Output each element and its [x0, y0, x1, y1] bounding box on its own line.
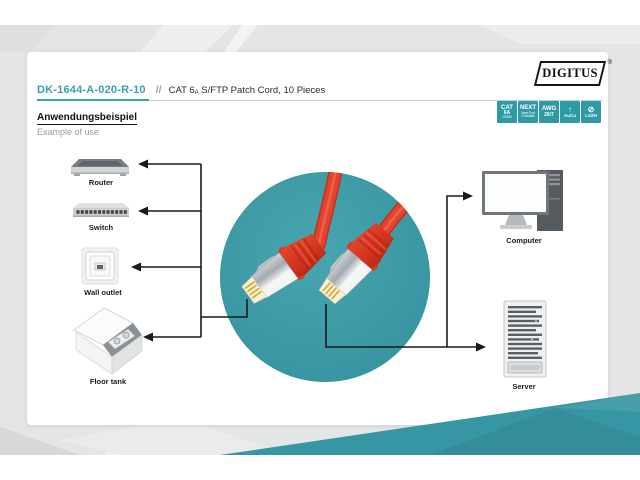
rj45-connector-left-icon: [241, 233, 327, 304]
switch-icon: [73, 203, 129, 217]
arrow-floor-tank: [143, 332, 153, 342]
computer-icon: [482, 170, 563, 231]
arrow-wall-outlet: [131, 262, 141, 272]
switch-label: Switch: [88, 223, 114, 232]
connection-lines: [140, 163, 476, 348]
router-label: Router: [88, 178, 114, 187]
arrow-switch: [138, 206, 148, 216]
badge-awg-icon: AWG 26/7: [539, 101, 559, 123]
badge-next-icon: NEXT Near End Crosstalk: [518, 101, 538, 123]
patch-cord-photo: [220, 172, 430, 382]
product-code: DK-1644-A-020-R-10: [37, 84, 146, 96]
badge-lszh-icon: ⊘ LSZH: [581, 101, 601, 123]
title-row: DK-1644-A-020-R-10 // CAT 6A S/FTP Patch…: [37, 84, 325, 98]
router-icon: [71, 159, 129, 176]
server-label: Server: [512, 382, 536, 391]
arrow-computer: [463, 191, 473, 201]
title-separator: //: [155, 84, 162, 96]
product-code-underline: [37, 99, 149, 101]
computer-label: Computer: [506, 236, 542, 245]
section-heading-en: Example of use: [37, 127, 100, 137]
product-title: CAT 6A S/FTP Patch Cord, 10 Pieces: [169, 85, 326, 96]
feature-badges: CAT 6A 10GBit NEXT Near End Crosstalk AW…: [497, 101, 601, 123]
badge-cat6a-icon: CAT 6A 10GBit: [497, 101, 517, 123]
computer-line: [446, 195, 463, 347]
product-title-rest: S/FTP Patch Cord, 10 Pieces: [198, 85, 326, 96]
floor-tank-label: Floor tank: [89, 377, 127, 386]
wall-outlet-icon: [81, 247, 119, 285]
header-rule: [37, 100, 603, 101]
arrow-router: [138, 159, 148, 169]
server-icon: [503, 300, 547, 378]
arrow-server: [476, 342, 486, 352]
arrowheads: [131, 159, 486, 352]
badge-gold-contacts-icon: ↑ AuCu: [560, 101, 580, 123]
left-connector-stub: [201, 299, 248, 318]
product-title-sub: A: [194, 90, 199, 96]
teal-corner-wedge: [220, 393, 640, 455]
patch-cable-left-icon: [312, 172, 345, 251]
wall-outlet-label: Wall outlet: [84, 288, 122, 297]
section-heading-de: Anwendungsbeispiel: [37, 112, 138, 125]
server-line: [325, 304, 476, 348]
product-title-prefix: CAT 6: [168, 85, 195, 96]
floor-tank-icon: [73, 307, 143, 375]
rj45-connector-right-icon: [318, 222, 394, 305]
